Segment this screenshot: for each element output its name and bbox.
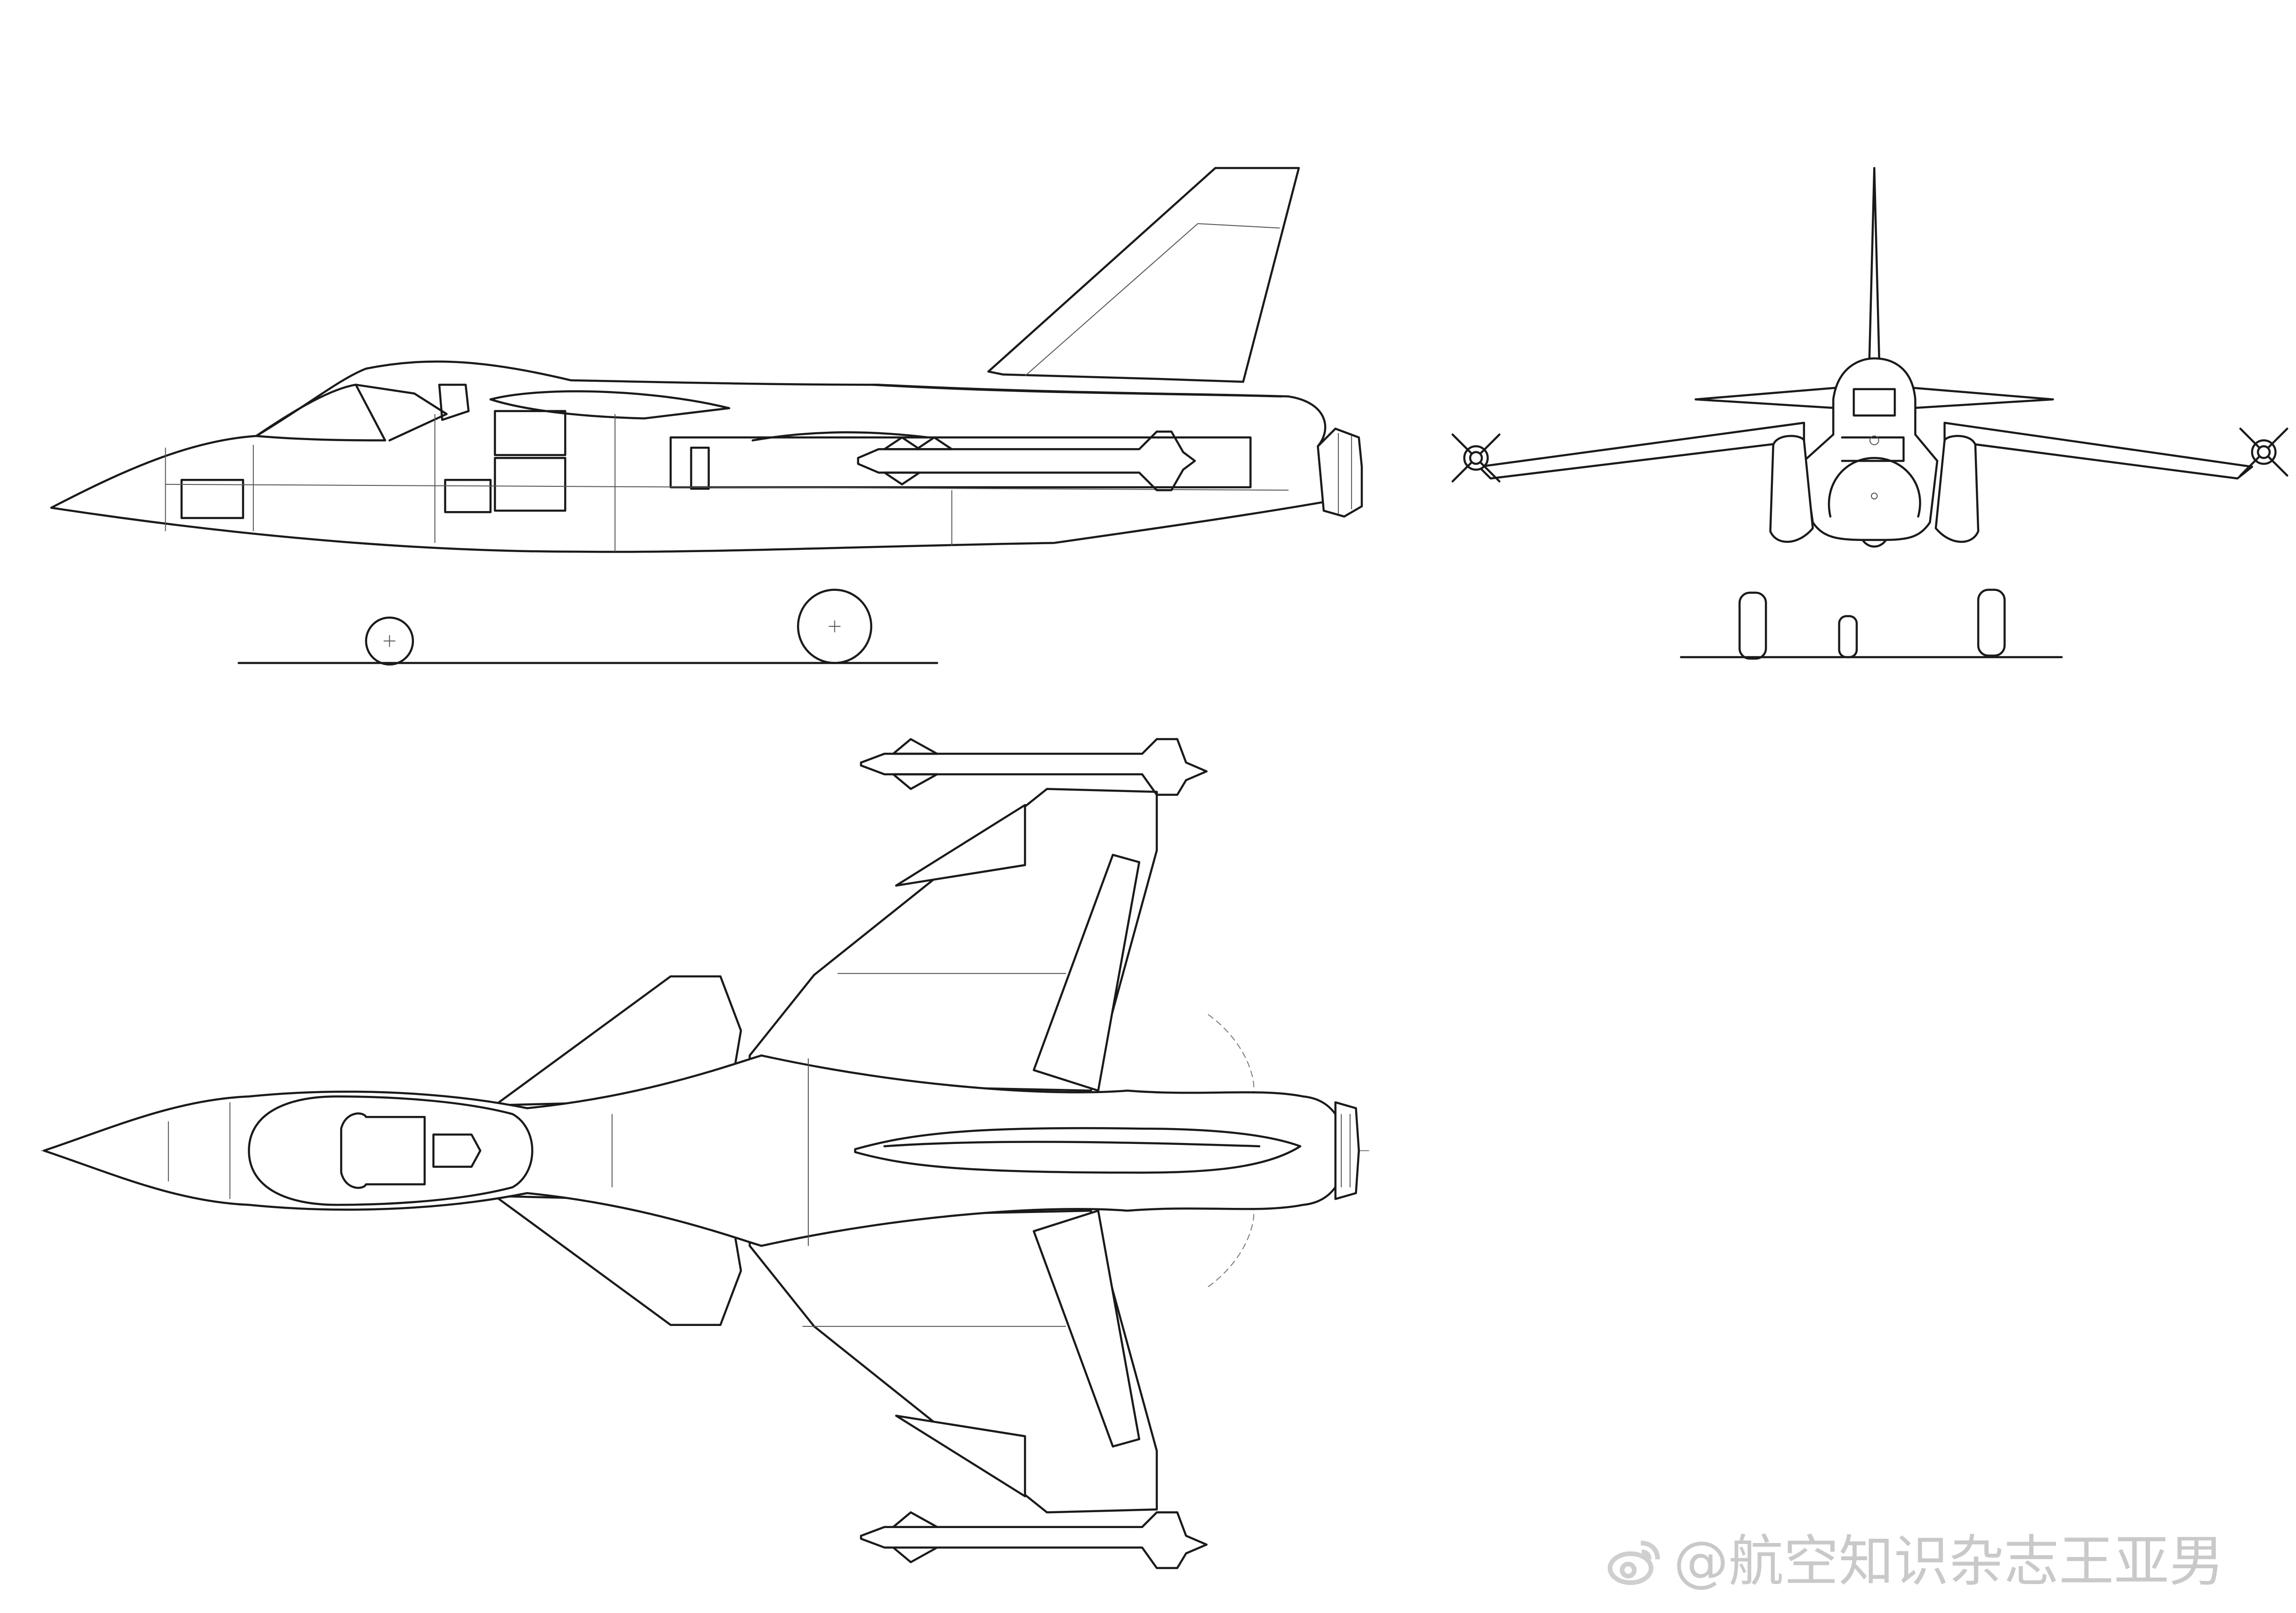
front-right-missile	[2240, 428, 2287, 475]
watermark-text: @航空知识杂志王亚男	[1673, 1529, 2225, 1593]
front-fuselage	[1804, 358, 1938, 540]
plan-upper-flaperon	[1034, 855, 1139, 1091]
plan-upper-missile	[861, 739, 1207, 795]
side-canopy	[256, 385, 385, 440]
front-view	[1453, 168, 2288, 659]
front-left-missile	[1453, 435, 1499, 481]
front-right-main-gear	[1978, 590, 2004, 656]
plan-view	[41, 739, 1369, 1568]
side-fuselage	[51, 362, 1343, 552]
side-fin	[988, 168, 1299, 382]
plan-lower-missile	[861, 1512, 1207, 1568]
front-right-wing	[1945, 423, 2252, 478]
front-left-wing	[1479, 423, 1804, 478]
front-left-main-gear	[1740, 593, 1766, 659]
front-nose-gear	[1839, 616, 1857, 657]
plan-canopy	[249, 1096, 532, 1205]
weibo-logo-icon	[1608, 1541, 1660, 1585]
side-missile	[858, 432, 1195, 491]
side-view	[51, 168, 1362, 665]
plan-fuselage	[44, 1055, 1347, 1246]
plan-lower-flaperon	[1034, 1211, 1139, 1446]
watermark: @航空知识杂志王亚男	[1605, 1522, 2277, 1601]
